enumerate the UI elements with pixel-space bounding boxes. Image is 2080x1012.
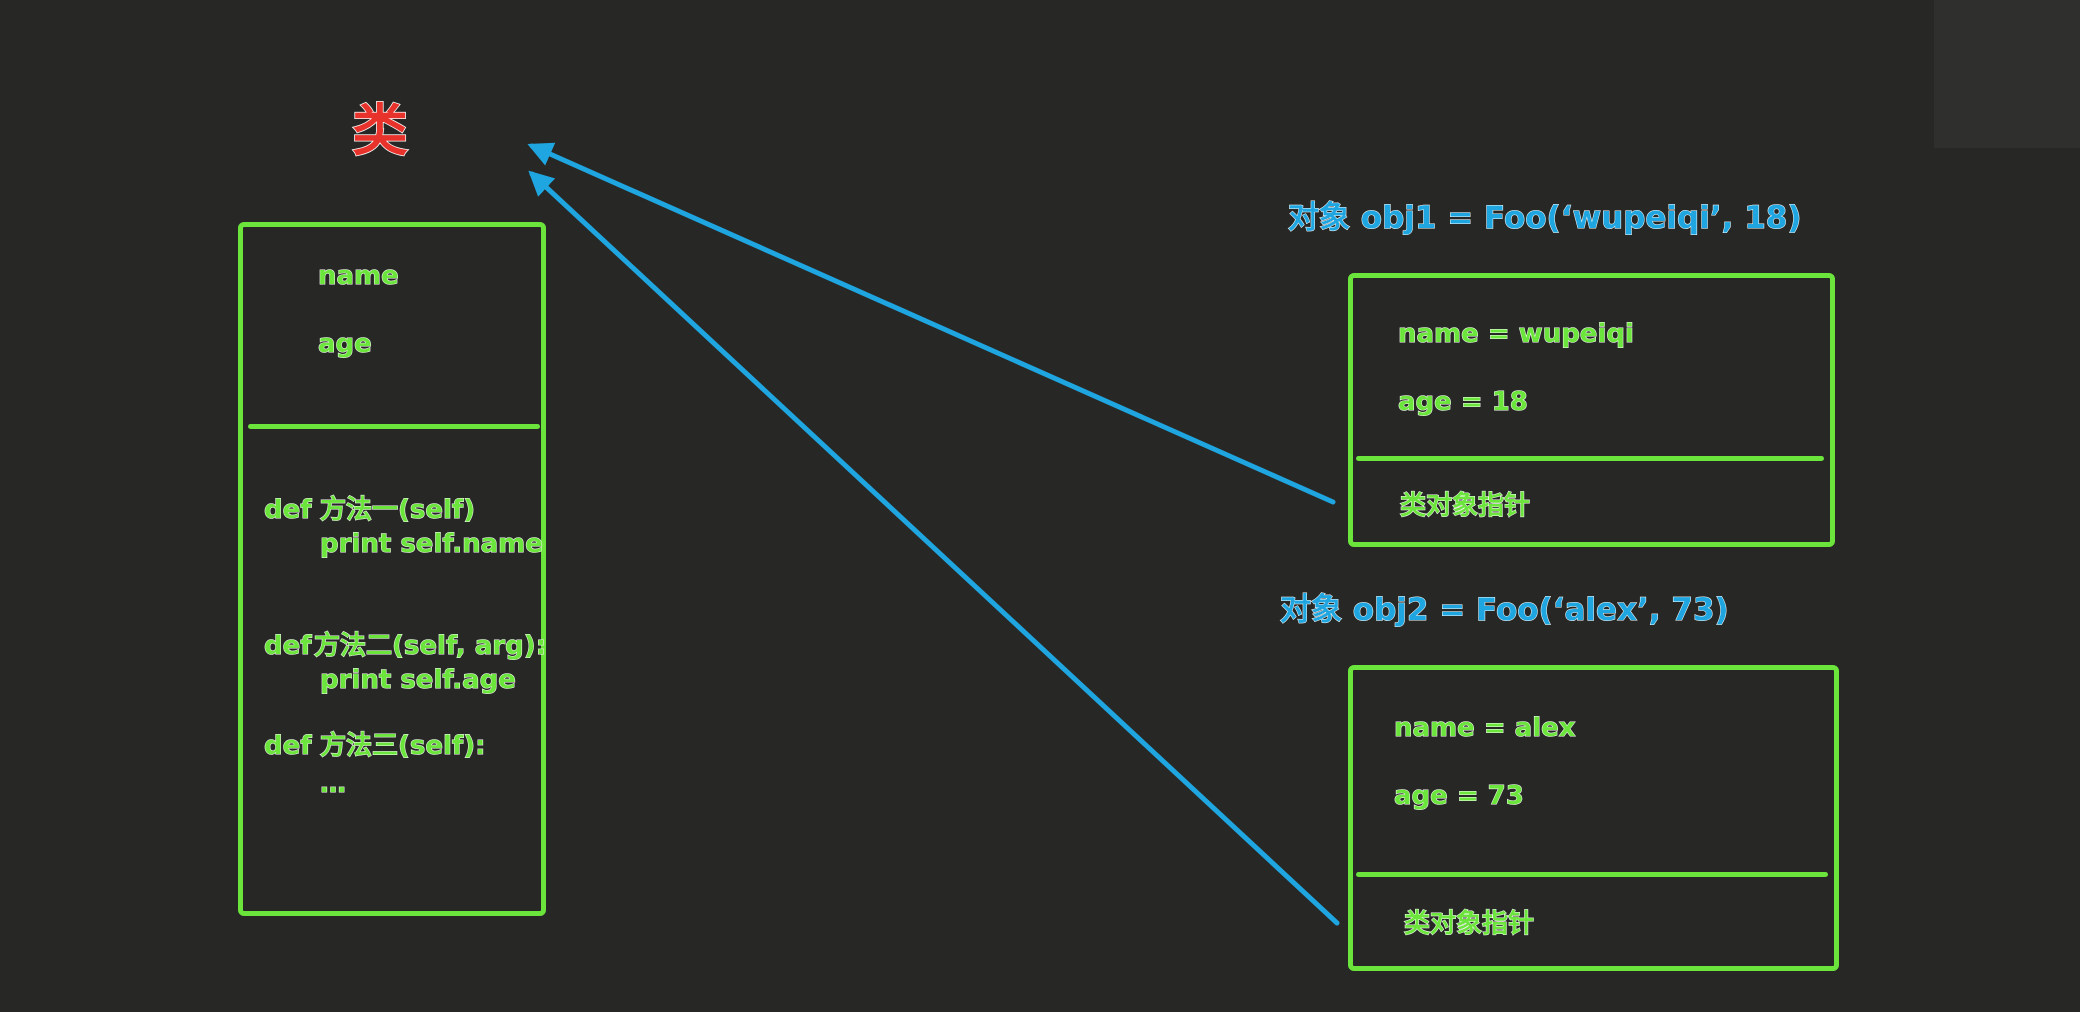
object-2-arrow (528, 170, 1340, 926)
class-attribute-age: age (318, 329, 373, 360)
object-1-arrow (527, 142, 1336, 505)
object-2-field-age: age = 73 (1394, 781, 1525, 812)
method-2-body: print self.age (320, 665, 517, 696)
object-2-box (1348, 665, 1839, 971)
object-1-divider (1356, 456, 1824, 461)
object-2-class-pointer: 类对象指针 (1403, 909, 1535, 940)
method-3-body: … (320, 769, 347, 800)
object-1-box (1348, 273, 1835, 547)
object-2-divider (1356, 872, 1828, 877)
class-box-divider (248, 424, 540, 429)
method-1-body: print self.name (320, 529, 544, 560)
object-1-field-name: name = wupeiqi (1398, 319, 1635, 350)
object-1-field-age: age = 18 (1398, 387, 1529, 418)
object-2-heading: 对象 obj2 = Foo(‘alex’, 73) (1280, 592, 1730, 629)
method-2-def-keyword: def (264, 631, 313, 662)
method-1-def-keyword: def (264, 495, 313, 526)
object-1-heading: 对象 obj1 = Foo(‘wupeiqi’, 18) (1288, 200, 1803, 237)
method-3-def-keyword: def (264, 731, 313, 762)
class-attribute-name: name (318, 261, 400, 292)
method-3-signature: 方法三(self): (320, 731, 486, 762)
class-box (238, 222, 546, 916)
corner-panel (1934, 0, 2080, 148)
method-1-signature: 方法一(self) (319, 495, 476, 526)
object-1-class-pointer: 类对象指针 (1399, 491, 1531, 522)
class-title: 类 (351, 99, 409, 165)
method-2-signature: 方法二(self, arg): (314, 631, 547, 662)
object-2-field-name: name = alex (1394, 713, 1577, 744)
